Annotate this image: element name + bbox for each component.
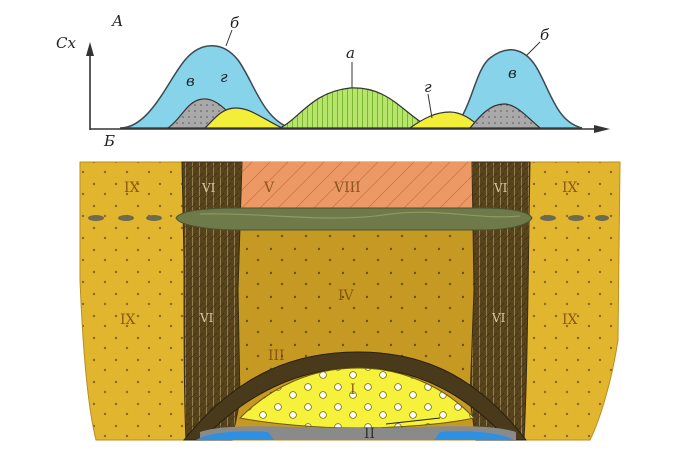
label-IX-right-mid: IX xyxy=(562,312,578,328)
label-VI-left-mid: VI xyxy=(199,311,214,325)
label-B: Б xyxy=(103,132,115,150)
label-VI-left-top: VI xyxy=(201,181,216,195)
label-a: а xyxy=(346,44,355,62)
label-I: I xyxy=(350,382,356,398)
blue-pocket-left xyxy=(196,431,274,440)
y-axis-arrow xyxy=(86,42,94,56)
x-axis-arrow xyxy=(594,125,610,133)
peak-a-center xyxy=(279,87,433,129)
label-VI-right-mid: VI xyxy=(491,311,506,325)
label-V-center: V xyxy=(263,180,275,196)
zone-I-orebody xyxy=(238,367,475,429)
y-axis-label: Сх xyxy=(56,34,76,52)
peak-v-right xyxy=(468,103,542,129)
label-VIII: VIII xyxy=(333,180,361,196)
label-III: III xyxy=(268,348,285,364)
label-v-right: в xyxy=(508,64,517,82)
section-panel: IX IX IX IX VI VI VI VI V VIII IV III I … xyxy=(79,161,621,442)
leader-g-right xyxy=(427,93,433,119)
label-g-left: г xyxy=(220,68,228,86)
leader-II xyxy=(385,417,441,425)
peak-b-right xyxy=(444,49,583,129)
leader-b-left xyxy=(225,29,233,47)
peak-g-left xyxy=(203,107,283,129)
label-v-left: в xyxy=(186,72,195,90)
zone-II-rim xyxy=(182,351,528,441)
peak-b-left xyxy=(119,45,291,129)
label-IX-right-top: IX xyxy=(562,180,578,196)
zone-VIII-block xyxy=(236,162,476,212)
label-IV: IV xyxy=(338,288,355,304)
label-IX-left-mid: IX xyxy=(120,312,136,328)
label-IX-left-top: IX xyxy=(124,180,140,196)
marker-bed xyxy=(88,215,609,221)
label-A: А xyxy=(111,12,123,30)
zone-VI-left-band xyxy=(181,161,243,441)
leader-b-right xyxy=(525,41,541,57)
label-II: II xyxy=(364,426,375,442)
label-b-right: б xyxy=(540,26,550,44)
olive-lens xyxy=(175,207,533,231)
label-VI-right-top: VI xyxy=(493,181,508,195)
profile-panel: А Сх а б б в в г г Б xyxy=(56,12,610,150)
blue-pocket-right xyxy=(434,431,514,440)
label-b-left: б xyxy=(230,14,240,32)
lens-texture xyxy=(199,211,521,219)
label-g-right: г xyxy=(424,78,432,96)
